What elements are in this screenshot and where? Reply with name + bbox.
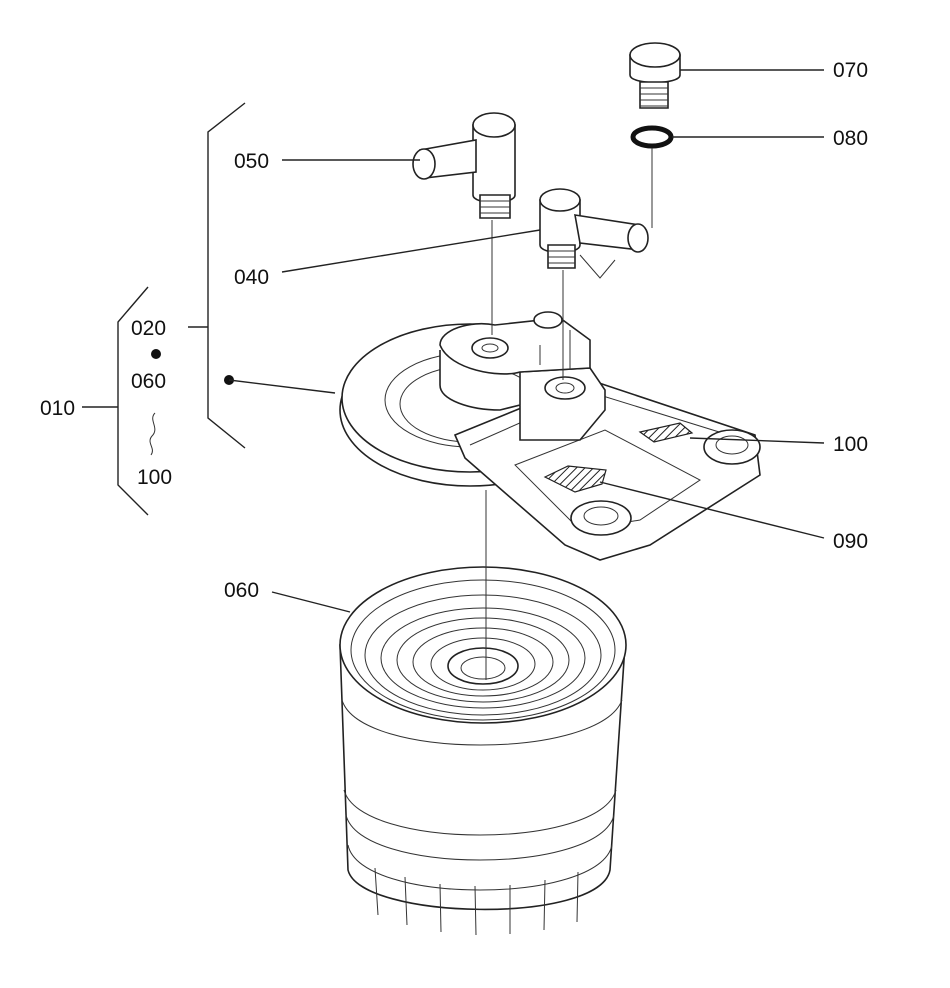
hatched-recess-100 xyxy=(638,422,694,443)
part-labels: 010 020 060 100 050 040 060 070 080 100 … xyxy=(40,59,868,602)
washer-080 xyxy=(630,125,674,149)
filter-cartridge xyxy=(339,566,627,936)
leader-lines xyxy=(271,69,825,613)
screw-070 xyxy=(629,42,681,109)
group-bullet xyxy=(151,349,161,359)
label-100: 100 xyxy=(833,433,868,456)
mount-hole-right xyxy=(703,429,761,465)
hatched-recess-090 xyxy=(543,465,607,493)
assembly-axis-lines xyxy=(485,148,653,680)
filter-head-body xyxy=(339,311,761,561)
label-020: 020 xyxy=(131,317,166,340)
label-090: 090 xyxy=(833,530,868,553)
label-050: 050 xyxy=(234,150,269,173)
label-080: 080 xyxy=(833,127,868,150)
port-hole-right xyxy=(544,376,586,400)
group-bracket-010 xyxy=(82,286,161,516)
label-040: 040 xyxy=(234,266,269,289)
label-070: 070 xyxy=(833,59,868,82)
fitting-040 xyxy=(539,188,649,279)
fitting-050 xyxy=(412,112,516,219)
label-010: 010 xyxy=(40,397,75,420)
range-tilde xyxy=(149,412,156,456)
port-hole-top xyxy=(533,311,563,329)
label-060-group: 060 xyxy=(131,370,166,393)
label-100-group: 100 xyxy=(137,466,172,489)
label-060: 060 xyxy=(224,579,259,602)
port-hole-left xyxy=(471,337,509,359)
mount-hole-bottom xyxy=(570,500,632,536)
subassembly-bracket xyxy=(188,102,336,449)
